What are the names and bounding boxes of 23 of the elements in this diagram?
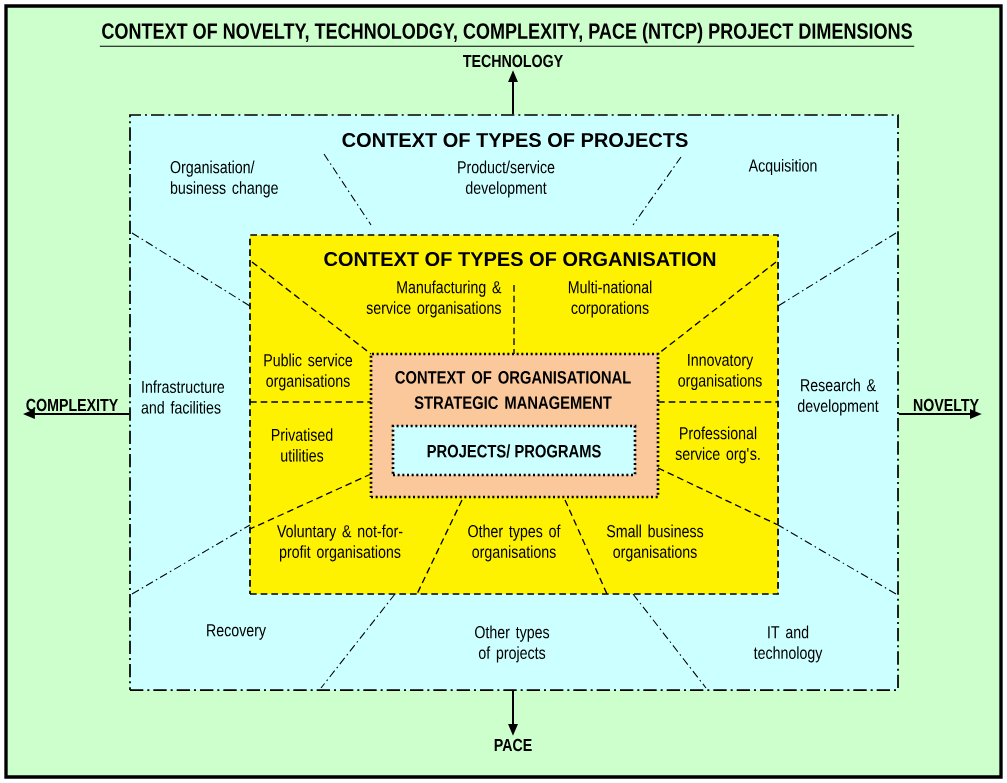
- projects-programs-box: PROJECTS/ PROGRAMS: [391, 424, 637, 477]
- region-label: Other types of projects: [475, 625, 550, 663]
- axis-label: TECHNOLOGY: [463, 54, 563, 68]
- region-label: Privatised utilities: [271, 428, 333, 462]
- axis-label: NOVELTY: [913, 398, 979, 412]
- region-label: Organisation/ business change: [170, 160, 278, 198]
- region-label: Product/service development: [458, 160, 555, 198]
- region-label: Multi-national corporations: [568, 280, 652, 318]
- region-label: Professional service org's.: [675, 426, 760, 464]
- region-label: Public service organisations: [264, 353, 353, 391]
- axis-label: COMPLEXITY: [26, 398, 118, 412]
- region-label: IT and technology: [753, 625, 823, 663]
- region-label: Other types of organisations: [468, 524, 561, 562]
- title: CONTEXT OF NOVELTY, TECHNOLODGY, COMPLEXITY, PACE (NTCP) PROJECT DIMENSIONS: [99, 22, 915, 47]
- region-label: Infrastructure and facilities: [141, 380, 225, 414]
- region-label: Recovery: [207, 624, 266, 640]
- region-label: Voluntary & not-for-profit organisations: [277, 524, 403, 562]
- region-label: Small business organisations: [606, 524, 704, 562]
- region-label: Innovatory organisations: [678, 353, 762, 391]
- axis-label: PACE: [494, 738, 532, 752]
- region-label: Acquisition: [748, 158, 817, 176]
- region-label: Research & development: [797, 378, 879, 416]
- region-label: Manufacturing & service organisations: [366, 280, 502, 318]
